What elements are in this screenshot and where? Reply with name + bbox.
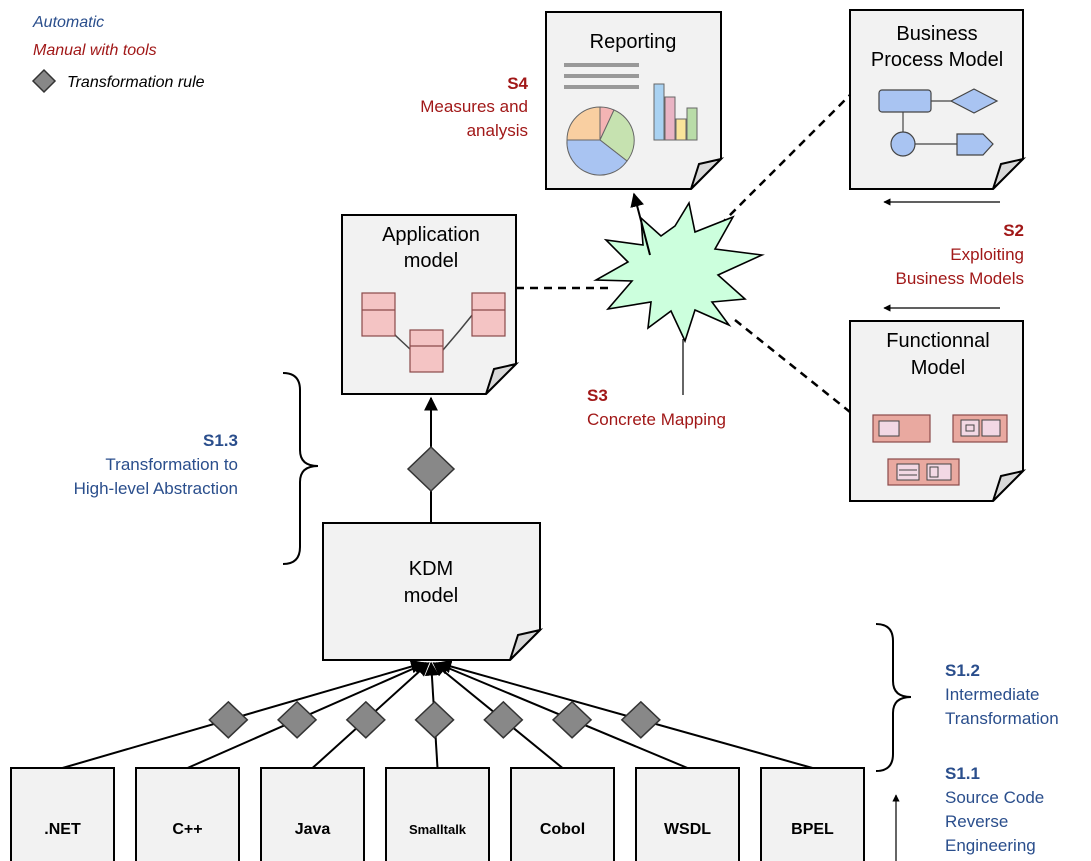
s12-line2: Transformation — [945, 709, 1059, 728]
source-label-cpp: C++ — [172, 821, 202, 838]
mapping-star — [593, 200, 765, 344]
bpm-title-line2: Process Model — [871, 49, 1003, 71]
legend-manual: Manual with tools — [33, 42, 157, 59]
source-label-net: .NET — [44, 821, 81, 838]
source-documents: .NET C++ Java Smalltalk Cobol WSDL BPEL — [10, 767, 865, 861]
source-doc-java: Java — [260, 767, 365, 861]
kdm-title-line2: model — [404, 585, 458, 607]
source-doc-smalltalk: Smalltalk — [385, 767, 490, 861]
s12-line1: Intermediate — [945, 685, 1040, 704]
brace-s13 — [282, 372, 319, 565]
source-label-java: Java — [295, 821, 331, 838]
step-s2-label: S2 Exploiting Business Models — [895, 221, 1024, 288]
s4-line1: Measures and — [420, 97, 528, 116]
process-flow-icon — [878, 88, 999, 157]
step-s11-label: S1.1 Source Code Reverse Engineering — [945, 764, 1044, 855]
s11-line1: Source Code — [945, 788, 1044, 807]
component-icon — [872, 414, 1008, 486]
bpm-title-line1: Business — [896, 23, 977, 45]
rule-diamond-wsdl — [551, 700, 593, 739]
source-label-bpel: BPEL — [791, 821, 834, 838]
legend-rule: Transformation rule — [67, 74, 205, 91]
legend: Automatic Manual with tools Transformati… — [31, 14, 205, 94]
s4-id: S4 — [507, 74, 528, 93]
functional-model-document: Functionnal Model — [849, 320, 1027, 502]
source-doc-cpp: C++ — [135, 767, 240, 861]
text-lines-icon — [564, 63, 639, 67]
rule-diamond-cobol — [483, 700, 524, 739]
s13-line1: Transformation to — [105, 455, 238, 474]
rule-diamond-smalltalk — [414, 700, 455, 739]
s11-line2: Reverse — [945, 812, 1008, 831]
s2-line1: Exploiting — [950, 245, 1024, 264]
step-s4-label: S4 Measures and analysis — [420, 74, 528, 140]
reporting-title: Reporting — [590, 31, 677, 53]
s3-id: S3 — [587, 386, 608, 405]
source-label-smalltalk: Smalltalk — [409, 822, 467, 837]
functional-title-line2: Model — [911, 357, 965, 379]
s11-id: S1.1 — [945, 764, 980, 783]
source-label-cobol: Cobol — [540, 821, 585, 838]
reporting-document: Reporting — [545, 11, 725, 190]
s13-line2: High-level Abstraction — [74, 479, 238, 498]
s4-line2: analysis — [467, 121, 528, 140]
kdm-title-line1: KDM — [409, 558, 453, 580]
dashed-link-functional — [734, 319, 851, 413]
edge-star-to-reporting — [630, 192, 651, 256]
rule-diamond-net — [208, 700, 249, 739]
rule-diamond-s13 — [406, 445, 456, 493]
step-s3-label: S3 Concrete Mapping — [587, 386, 726, 429]
legend-diamond-icon — [31, 68, 57, 94]
legend-automatic: Automatic — [32, 14, 104, 31]
application-title-line2: model — [404, 250, 458, 272]
source-label-wsdl: WSDL — [664, 821, 711, 838]
step-s12-label: S1.2 Intermediate Transformation — [945, 661, 1059, 728]
s2-line2: Business Models — [895, 269, 1024, 288]
rule-diamond-bpel — [620, 700, 661, 739]
source-doc-cobol: Cobol — [510, 767, 615, 861]
dashed-link-business — [719, 94, 851, 226]
brace-s12 — [875, 623, 912, 772]
bar-chart-icon — [653, 83, 698, 141]
kdm-model-document: KDM model — [322, 522, 544, 661]
rule-diamond-java — [345, 700, 386, 739]
s11-line3: Engineering — [945, 836, 1036, 855]
pie-chart-icon — [566, 106, 635, 176]
s12-id: S1.2 — [945, 661, 980, 680]
source-doc-wsdl: WSDL — [635, 767, 740, 861]
business-process-model-document: Business Process Model — [849, 9, 1027, 190]
step-s13-label: S1.3 Transformation to High-level Abstra… — [74, 431, 238, 498]
functional-title-line1: Functionnal — [886, 330, 989, 352]
s2-id: S2 — [1003, 221, 1024, 240]
source-doc-net: .NET — [10, 767, 115, 861]
application-title-line1: Application — [382, 224, 480, 246]
rule-diamond-cpp — [276, 700, 318, 739]
application-model-document: Application model — [341, 214, 520, 395]
s13-id: S1.3 — [203, 431, 238, 450]
class-diagram-icon — [361, 292, 506, 373]
source-doc-bpel: BPEL — [760, 767, 865, 861]
s3-line1: Concrete Mapping — [587, 410, 726, 429]
source-diamonds — [208, 700, 661, 739]
